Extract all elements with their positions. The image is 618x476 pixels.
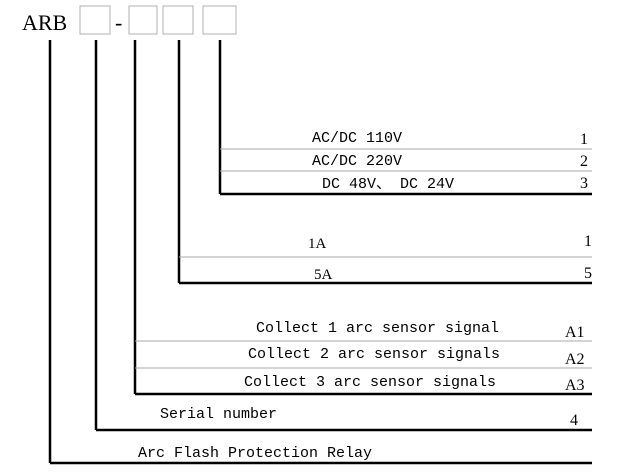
option-code: 5 [584,265,592,282]
option-code: 1 [580,131,588,148]
option-label: 5A [314,267,333,283]
option-label: DC 48V、 DC 24V [322,176,454,193]
code-box-2 [128,5,158,35]
option-label: Collect 1 arc sensor signal [256,320,499,337]
option-label: Collect 2 arc sensor signals [248,346,500,363]
option-label: AC/DC 220V [312,153,402,170]
option-label: Arc Flash Protection Relay [138,445,372,462]
option-label: Collect 3 arc sensor signals [244,374,496,391]
code-box-3 [162,5,194,35]
model-prefix: ARB [22,10,67,35]
option-code: A3 [565,377,585,394]
option-label: 1A [308,236,327,252]
option-code: 3 [580,175,588,192]
option-code: 1 [584,233,592,250]
code-box-1 [79,5,111,35]
option-code: A1 [565,324,585,341]
option-code: 2 [580,153,588,170]
option-code: A2 [565,351,585,368]
code-box-4 [202,5,237,35]
model-separator: - [115,10,122,35]
option-code: 4 [570,412,578,429]
option-label: AC/DC 110V [312,130,402,147]
option-label: Serial number [160,406,277,423]
